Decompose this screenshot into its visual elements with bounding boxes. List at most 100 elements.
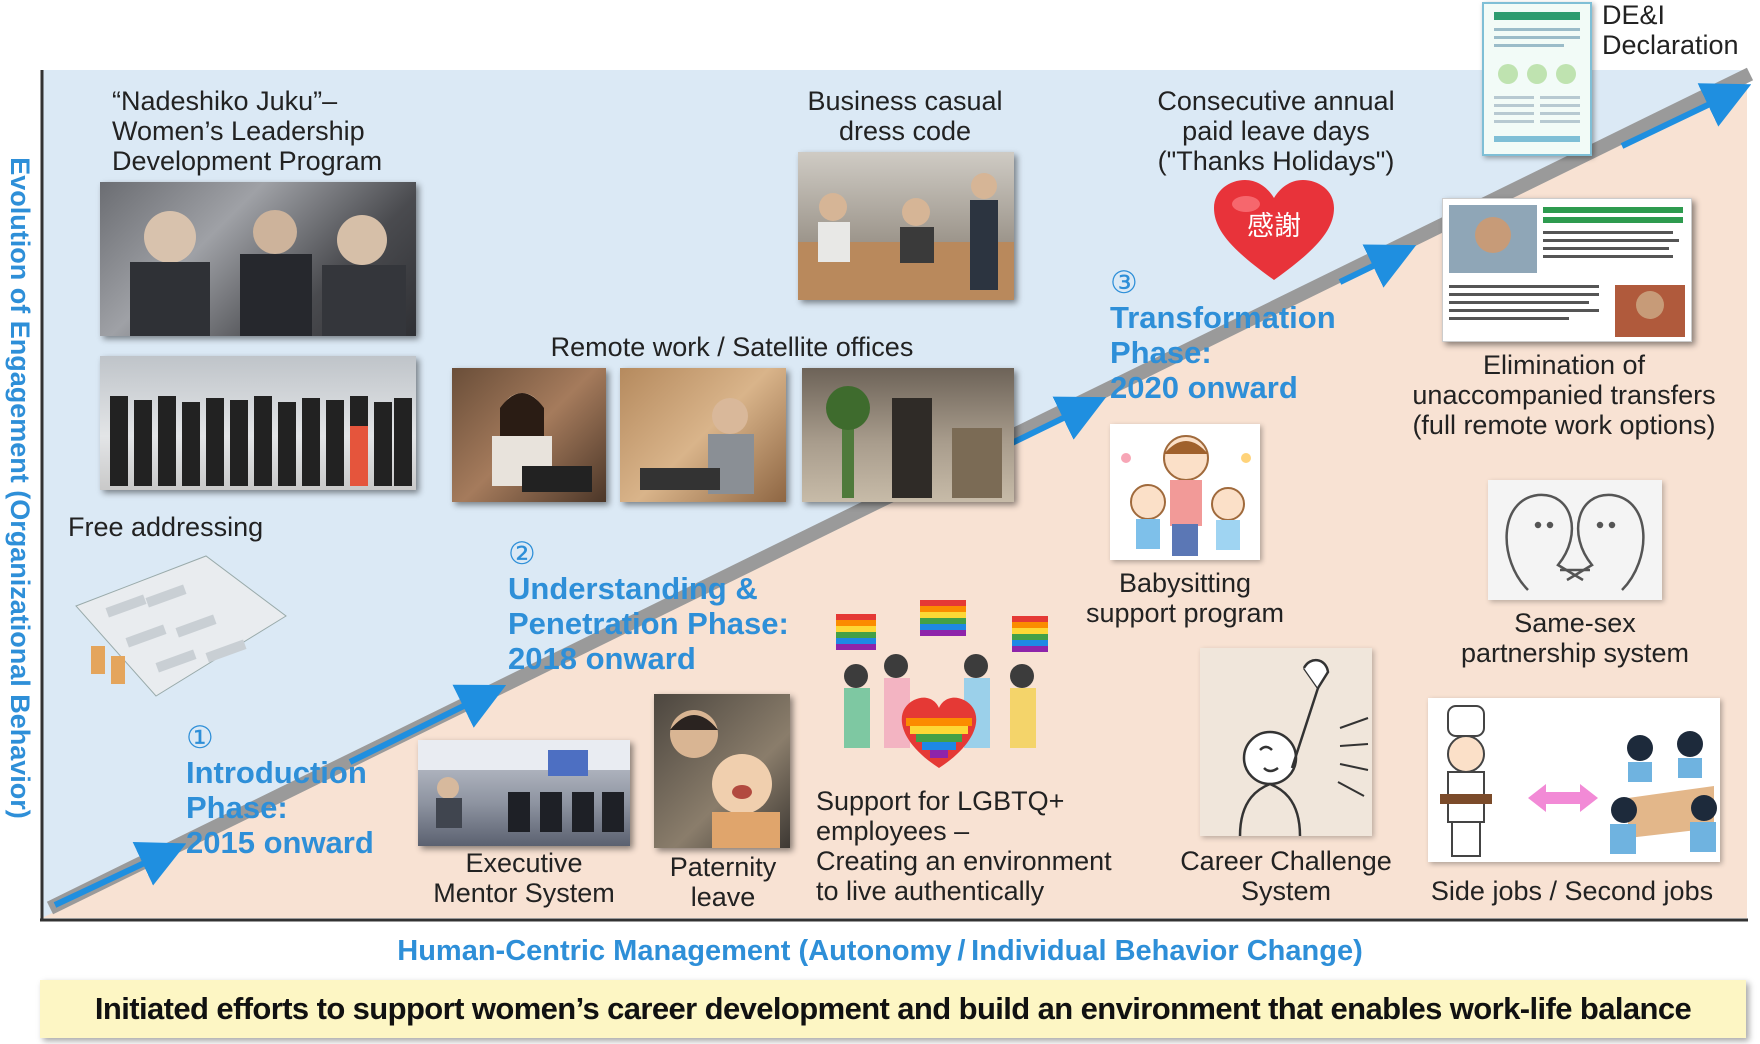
nadeshiko-group-photo: [100, 356, 416, 490]
business-casual-line-1: Business casual: [807, 86, 1003, 116]
phase-2-line-1: Understanding &: [508, 571, 758, 606]
dei-document-illustration: [1494, 12, 1580, 142]
career-challenge-line-1: Career Challenge: [1180, 846, 1392, 876]
lgbtq-line-3: Creating an environment: [816, 846, 1112, 876]
nadeshiko-label: “Nadeshiko Juku”– Women’s Leadership Dev…: [112, 86, 382, 176]
progress-arrow-3: [1010, 396, 1107, 446]
nadeshiko-line-1: “Nadeshiko Juku”–: [112, 86, 338, 116]
career-challenge-line-2: System: [1240, 876, 1332, 906]
father-baby-illustration: [670, 710, 780, 848]
phase-1-line-2: Phase:: [186, 790, 288, 825]
paternity-leave-photo: [654, 694, 790, 848]
side-jobs-label: Side jobs / Second jobs: [1412, 876, 1732, 906]
phase-3-number: ③: [1110, 265, 1138, 300]
progress-arrow-4: [1338, 244, 1417, 288]
paternity-label: Paternity leave: [648, 852, 798, 912]
paternity-line-1: Paternity: [669, 852, 777, 882]
consecutive-leave-line-2: paid leave days: [1182, 116, 1370, 146]
pride-flag-center: [920, 600, 966, 636]
man-laptop-illustration: [640, 398, 754, 494]
woman-laptop-illustration: [492, 393, 592, 492]
satellite-office-illustration: [826, 386, 1002, 498]
babysitting-illustration: [1110, 424, 1260, 560]
business-casual-line-2: dress code: [838, 116, 972, 146]
phase-3-line-3: 2020 onward: [1110, 370, 1298, 405]
phase-3-label: ③ Transformation Phase: 2020 onward: [1110, 265, 1336, 405]
mother-children-illustration: [1121, 435, 1251, 556]
phase-2-line-2: Penetration Phase:: [508, 606, 789, 641]
floorplan-illustration: [75, 555, 287, 697]
executive-mentor-line-2: Mentor System: [433, 878, 615, 908]
holding-hands-illustration: [1505, 493, 1645, 591]
unaccompanied-line-1: Elimination of: [1482, 350, 1646, 380]
phase-1-line-1: Introduction: [186, 755, 367, 790]
y-axis-label-text: Evolution of Engagement (Organizational …: [5, 157, 35, 819]
progress-arrow-1: [53, 842, 187, 908]
dei-line-2: Declaration: [1602, 30, 1739, 60]
pride-flag-right: [1012, 616, 1048, 652]
lgbtq-illustration: [826, 600, 1052, 772]
consecutive-leave-label: Consecutive annual paid leave days ("Tha…: [1126, 86, 1426, 176]
babysitting-line-1: Babysitting: [1118, 568, 1252, 598]
mentor-meeting-illustration: [418, 740, 630, 832]
dei-label: DE&I Declaration: [1602, 0, 1739, 60]
business-casual-photo: [798, 152, 1014, 300]
phase-1-label: ① Introduction Phase: 2015 onward: [186, 720, 374, 860]
progress-arrow-5: [1620, 83, 1752, 149]
thanks-heart-icon: 感謝: [1212, 180, 1336, 284]
remote-work-text: Remote work / Satellite offices: [550, 332, 914, 362]
lgbtq-line-2: employees –: [816, 816, 970, 846]
consecutive-leave-line-3: ("Thanks Holidays"): [1157, 146, 1395, 176]
satellite-office-photo: [802, 368, 1014, 502]
nadeshiko-line-3: Development Program: [112, 146, 383, 176]
babysitting-line-2: support program: [1085, 598, 1285, 628]
same-sex-line-2: partnership system: [1460, 638, 1690, 668]
summary-banner: Initiated efforts to support women’s car…: [40, 980, 1746, 1038]
pride-flag-left: [836, 614, 876, 650]
dei-line-1: DE&I: [1602, 0, 1666, 30]
executive-mentor-photo: [418, 740, 630, 846]
unaccompanied-line-3: (full remote work options): [1412, 410, 1716, 440]
phase-2-line-3: 2018 onward: [508, 641, 696, 676]
remote-work-photo-1: [452, 368, 606, 502]
consecutive-leave-line-1: Consecutive annual: [1157, 86, 1395, 116]
free-addressing-text: Free addressing: [68, 512, 264, 542]
x-axis-label: Human-Centric Management (Autonomy / Ind…: [397, 935, 1363, 967]
same-sex-line-1: Same-sex: [1514, 608, 1636, 638]
remote-work-photo-2: [620, 368, 786, 502]
same-sex-label: Same-sex partnership system: [1430, 608, 1720, 668]
paternity-line-2: leave: [690, 882, 756, 912]
raised-fist-illustration: [1238, 659, 1369, 836]
remote-work-label: Remote work / Satellite offices: [452, 332, 1012, 362]
free-addressing-floorplan: [66, 546, 290, 712]
executive-mentor-line-1: Executive: [465, 848, 583, 878]
nadeshiko-meeting-photo: [100, 182, 416, 336]
same-sex-illustration: [1488, 480, 1662, 600]
phase-2-number: ②: [508, 536, 536, 571]
career-challenge-illustration: [1200, 648, 1372, 836]
unaccompanied-line-2: unaccompanied transfers: [1412, 380, 1716, 410]
phase-1-line-3: 2015 onward: [186, 825, 374, 860]
interview-article-illustration: [1449, 205, 1685, 337]
summary-banner-text: Initiated efforts to support women’s car…: [94, 991, 1692, 1026]
unaccompanied-label: Elimination of unaccompanied transfers (…: [1396, 350, 1732, 440]
chef-and-meeting-illustration: [1440, 705, 1717, 857]
group-people-illustration: [110, 396, 412, 486]
heart-text: 感謝: [1247, 211, 1301, 242]
phase-3-line-1: Transformation: [1110, 300, 1336, 335]
lgbtq-line-1: Support for LGBTQ+: [816, 786, 1065, 816]
pride-crowd-illustration: [836, 600, 1048, 768]
side-jobs-illustration: [1428, 698, 1720, 862]
nadeshiko-line-2: Women’s Leadership: [112, 116, 365, 146]
phase-3-line-2: Phase:: [1110, 335, 1212, 370]
meeting-people-illustration: [130, 210, 406, 336]
lgbtq-line-4: to live authentically: [816, 876, 1045, 906]
side-jobs-text: Side jobs / Second jobs: [1430, 876, 1714, 906]
free-addressing-label: Free addressing: [68, 512, 263, 542]
career-challenge-label: Career Challenge System: [1176, 846, 1396, 906]
lgbtq-label: Support for LGBTQ+ employees – Creating …: [816, 786, 1112, 906]
dei-document-thumbnail: [1482, 2, 1592, 156]
executive-mentor-label: Executive Mentor System: [408, 848, 640, 908]
interview-article-thumbnail: [1442, 198, 1692, 342]
babysitting-label: Babysitting support program: [1062, 568, 1308, 628]
